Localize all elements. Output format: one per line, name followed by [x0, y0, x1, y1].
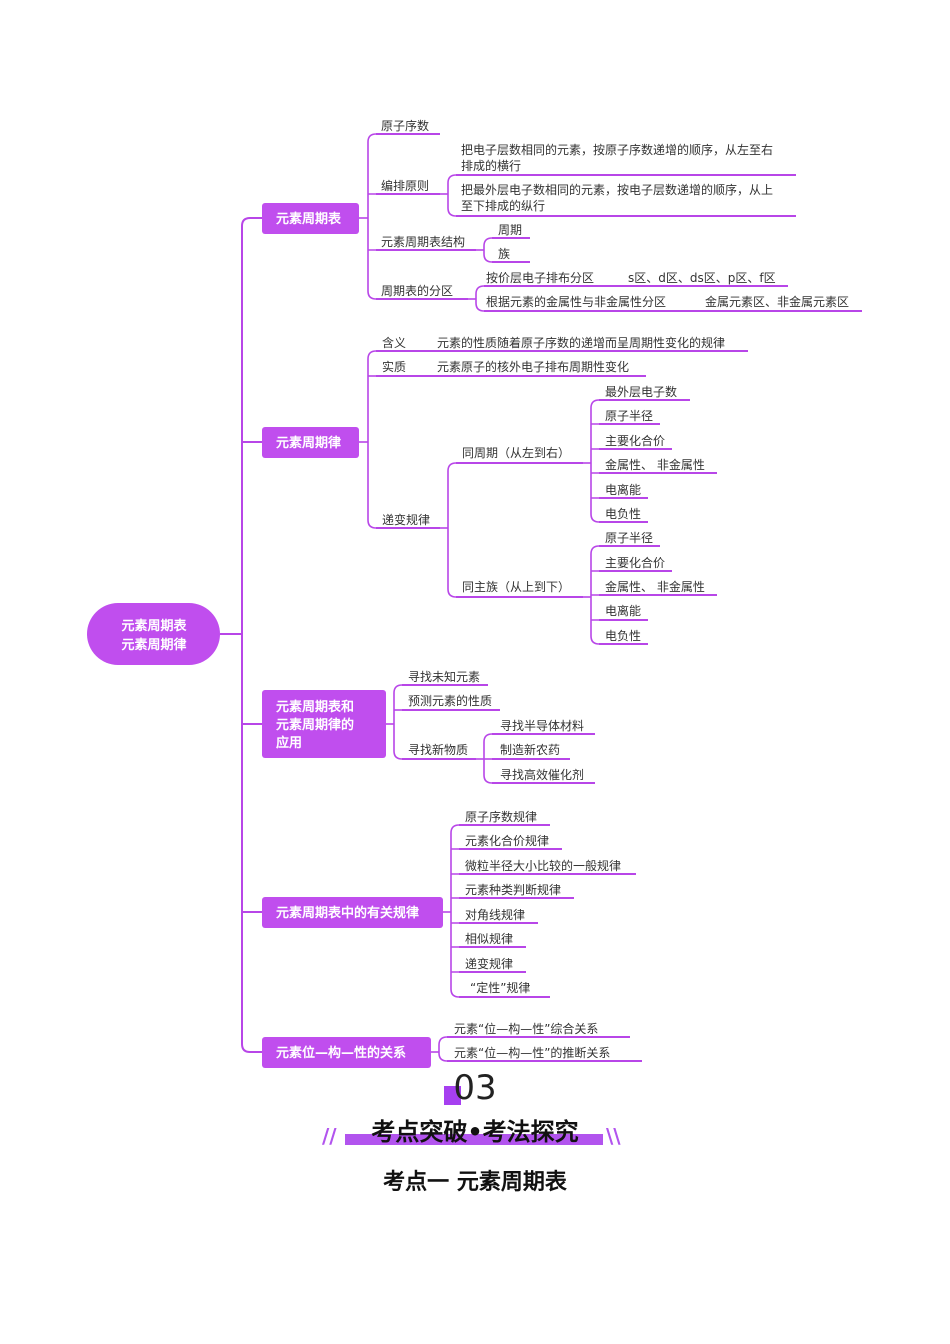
label-essence: 实质 — [382, 359, 406, 374]
root-line-2: 元素周期律 — [121, 637, 186, 653]
section-number: 03 — [453, 1068, 497, 1108]
label-meaning: 含义 — [382, 335, 406, 350]
same-period-item: 电负性 — [605, 507, 641, 521]
label-same-group: 同主族（从上到下） — [462, 580, 570, 594]
root-node: 元素周期表 元素周期律 — [87, 603, 220, 665]
rule-item: 递变规律 — [465, 956, 513, 971]
same-group-item: 电负性 — [605, 629, 641, 643]
rule-item: 元素化合价规律 — [465, 833, 549, 848]
label-same-period: 同周期（从左到右） — [462, 445, 570, 460]
label-group: 族 — [498, 247, 510, 261]
label-partition-by-metal: 根据元素的金属性与非金属性分区 — [486, 294, 666, 309]
branch-application-title-1: 元素周期表和 — [276, 699, 354, 715]
rule-item: 微粒半径大小比较的一般规律 — [465, 858, 621, 873]
branch-periodic-law: 元素周期律 含义 元素的性质随着原子序数的递增而呈周期性变化的规律 实质 元素原… — [262, 335, 748, 645]
label-partition-by-config: 按价层电子排布分区 — [486, 271, 594, 285]
branch-application-title-3: 应用 — [276, 735, 302, 751]
new-material-item: 寻找高效催化剂 — [500, 767, 584, 782]
relation-item: 元素“位—构—性”综合关系 — [454, 1021, 598, 1036]
rule-item: 原子序数规律 — [465, 809, 537, 824]
same-group-item: 原子半径 — [605, 531, 653, 545]
label-structure: 元素周期表结构 — [381, 234, 465, 249]
value-meaning: 元素的性质随着原子序数的递增而呈周期性变化的规律 — [437, 335, 725, 350]
subsection-title: 考点一 元素周期表 — [383, 1170, 567, 1195]
rule-1-line-1: 把电子层数相同的元素，按原子序数递增的顺序，从左至右 — [461, 142, 773, 157]
label-period: 周期 — [498, 223, 522, 237]
banner-left-slash: // — [322, 1124, 337, 1148]
same-group-item: 金属性、 非金属性 — [605, 579, 705, 594]
branch-position-structure-property: 元素位—构—性的关系 元素“位—构—性”综合关系 元素“位—构—性”的推断关系 — [262, 1021, 642, 1068]
banner-right-slash: \\ — [606, 1124, 621, 1148]
new-material-item: 寻找半导体材料 — [500, 719, 584, 733]
label-arrangement-rule: 编排原则 — [381, 178, 429, 193]
new-material-item: 制造新农药 — [500, 742, 560, 757]
application-item: 预测元素的性质 — [408, 693, 492, 708]
same-period-item: 电离能 — [605, 482, 641, 497]
value-blocks: s区、d区、ds区、p区、f区 — [628, 271, 776, 285]
branch-periodic-table-title: 元素周期表 — [276, 211, 342, 227]
branch-periodic-table: 元素周期表 原子序数 编排原则 把电子层数相同的元素，按原子序数递增的顺序，从左… — [262, 118, 862, 312]
branch-rules-title: 元素周期表中的有关规律 — [276, 905, 419, 921]
rule-1-line-2: 排成的横行 — [461, 158, 521, 173]
application-item: 寻找未知元素 — [408, 670, 480, 684]
rule-2-line-2: 至下排成的纵行 — [461, 198, 545, 213]
same-period-item: 主要化合价 — [605, 433, 665, 448]
section-banner: // \\ 考点突破•考法探究 — [0, 1110, 950, 1150]
label-atomic-number: 原子序数 — [381, 118, 429, 133]
branch-periodic-law-title: 元素周期律 — [276, 435, 341, 451]
rule-item: 元素种类判断规律 — [465, 882, 561, 897]
spine-branches — [242, 441, 262, 913]
banner-highlight — [345, 1134, 603, 1145]
same-group-item: 电离能 — [605, 603, 641, 618]
value-essence: 元素原子的核外电子排布周期性变化 — [437, 359, 629, 374]
rule-item: “定性”规律 — [470, 980, 530, 995]
banner-title: 考点突破•考法探究 — [371, 1118, 579, 1146]
value-metal-regions: 金属元素区、非金属元素区 — [705, 294, 849, 309]
branch-rules: 元素周期表中的有关规律 原子序数规律 元素化合价规律 微粒半径大小比较的一般规律… — [262, 809, 636, 998]
rule-item: 相似规律 — [465, 931, 513, 946]
branch-pos-title: 元素位—构—性的关系 — [276, 1045, 406, 1061]
same-period-item: 最外层电子数 — [605, 384, 677, 399]
application-item: 寻找新物质 — [408, 742, 468, 757]
number-accent-square — [444, 1086, 461, 1105]
rule-item: 对角线规律 — [465, 907, 525, 922]
same-period-item: 原子半径 — [605, 409, 653, 423]
label-trend: 递变规律 — [382, 512, 430, 527]
branch-application-title-2: 元素周期律的 — [276, 717, 354, 733]
root-line-1: 元素周期表 — [121, 618, 187, 634]
same-group-item: 主要化合价 — [605, 555, 665, 570]
spine — [241, 217, 262, 1053]
branch-application: 元素周期表和 元素周期律的 应用 寻找未知元素 预测元素的性质 寻找新物质 寻找… — [262, 670, 595, 784]
mind-map: 元素周期表 元素周期律 元素周期表 原子序数 编排原则 把电子层数相同的元素，按… — [87, 118, 862, 1068]
same-period-item: 金属性、 非金属性 — [605, 457, 705, 472]
rule-2-line-1: 把最外层电子数相同的元素，按电子层数递增的顺序，从上 — [461, 182, 773, 197]
label-partition: 周期表的分区 — [381, 283, 453, 298]
relation-item: 元素“位—构—性”的推断关系 — [454, 1045, 610, 1060]
